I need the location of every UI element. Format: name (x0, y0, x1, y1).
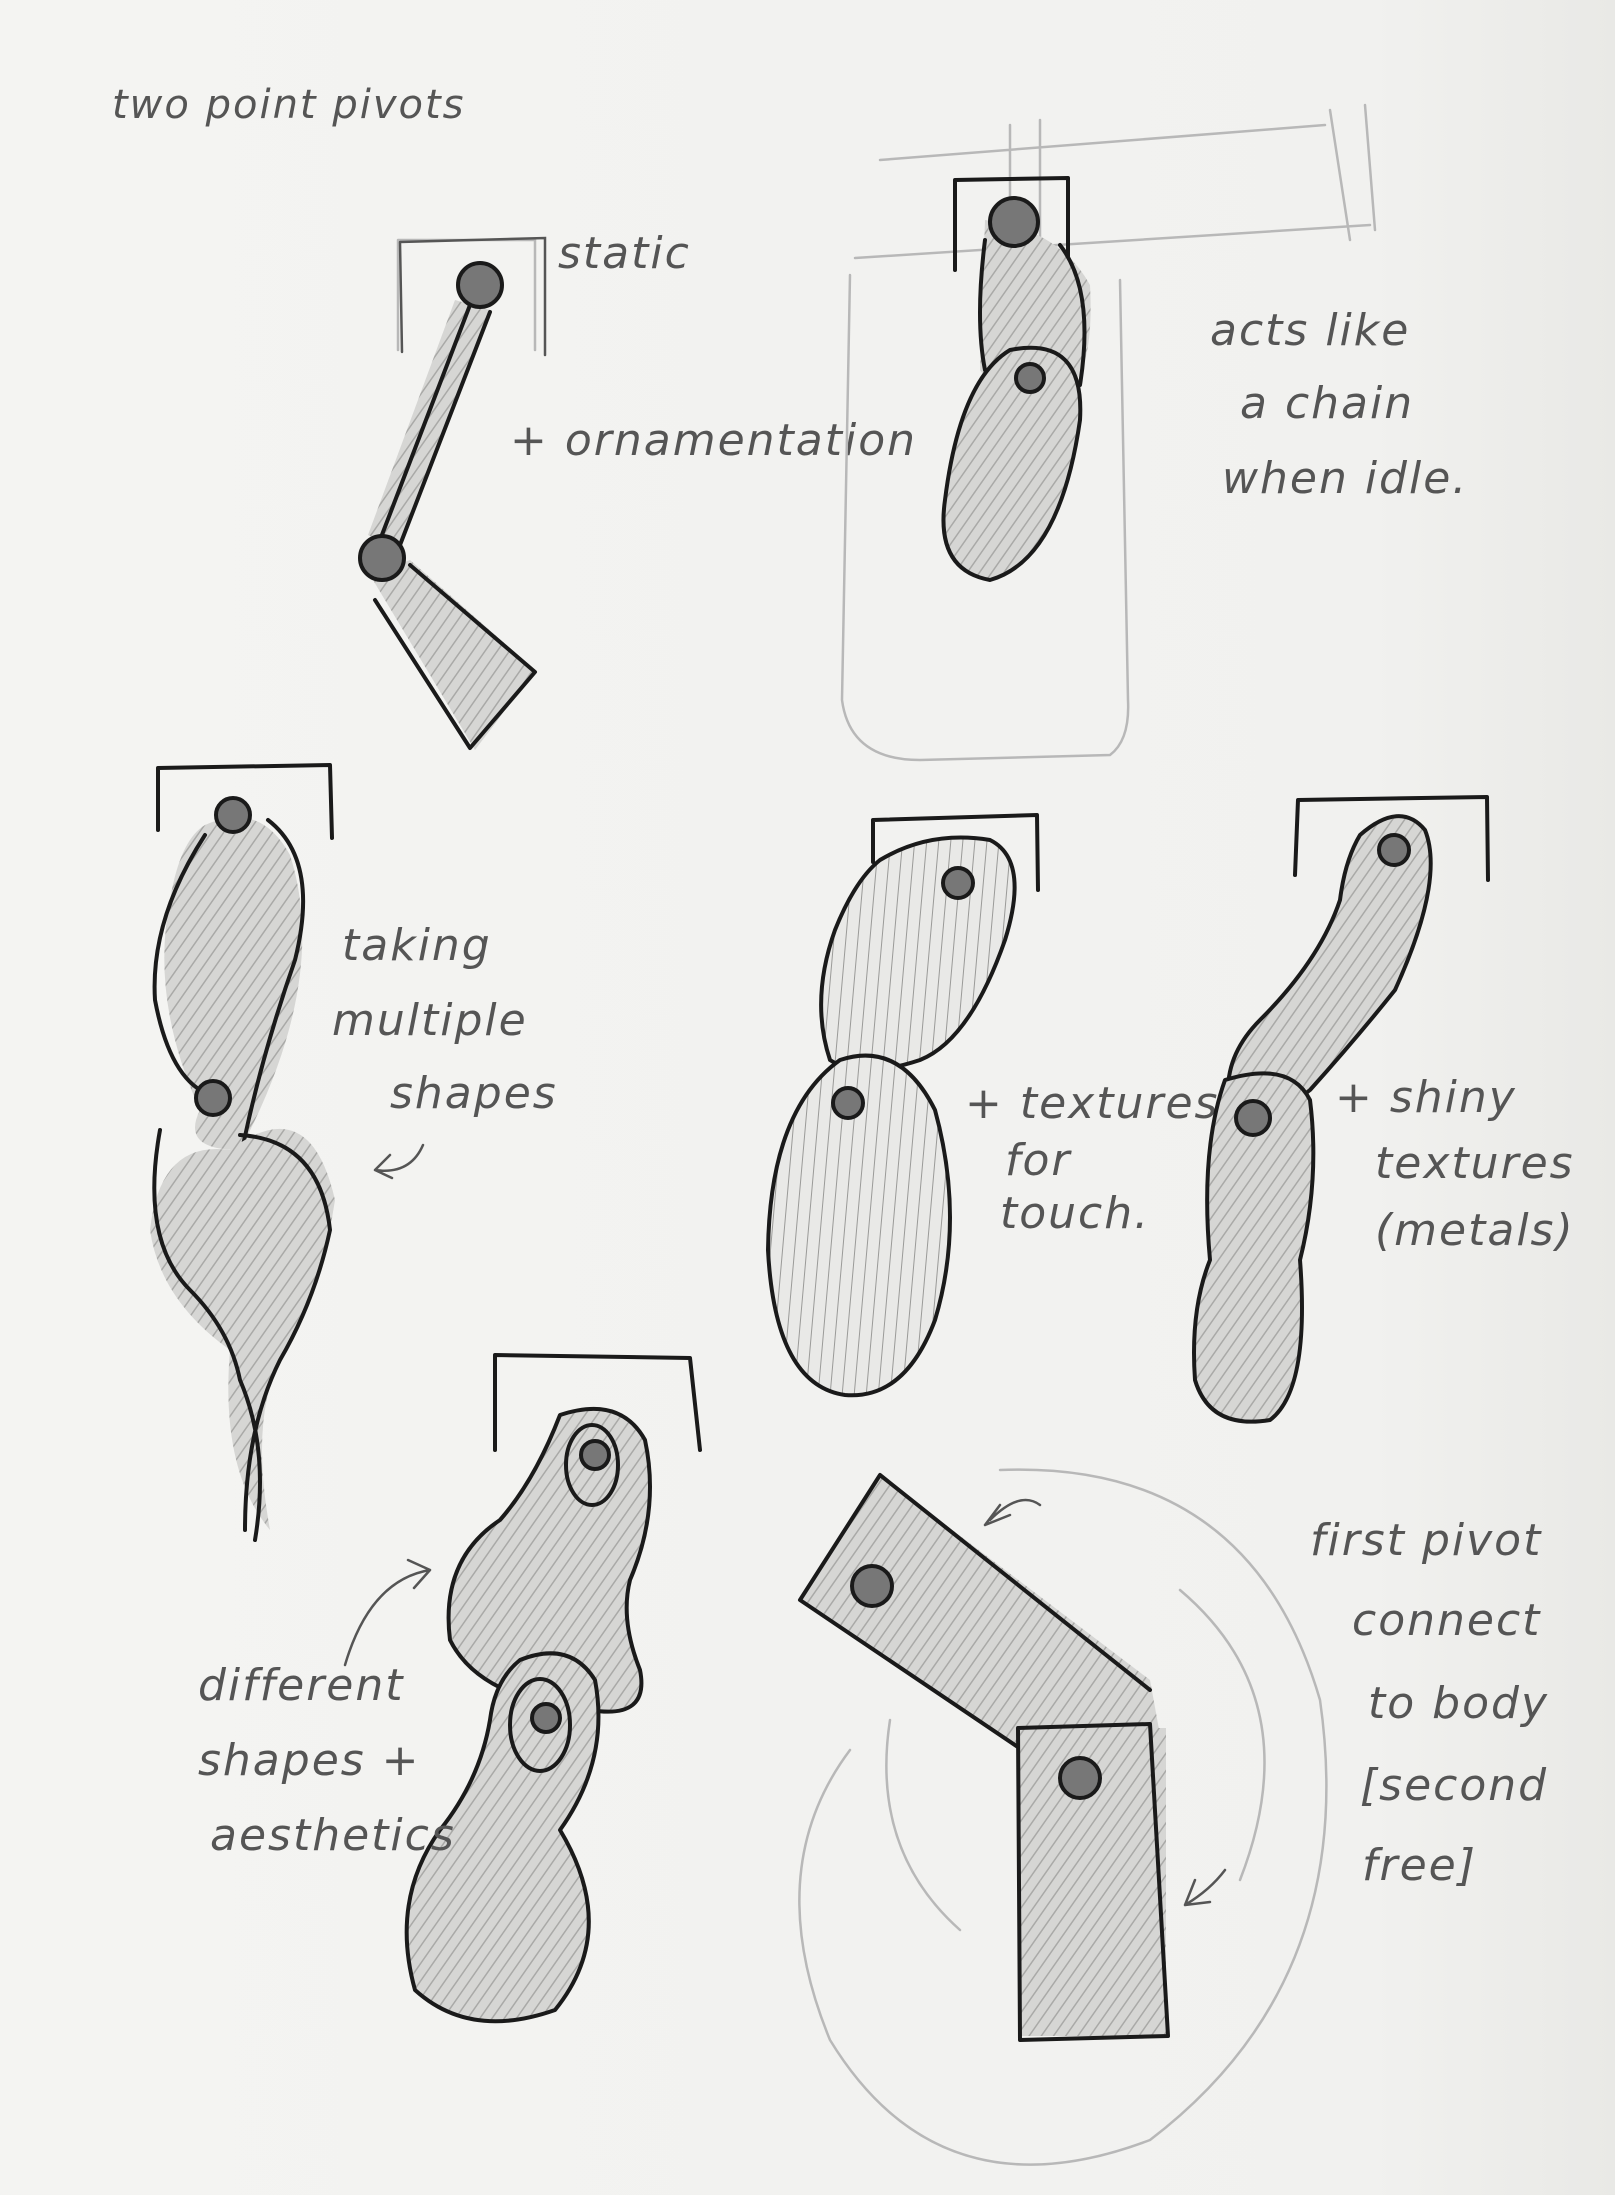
different-pin-top (581, 1441, 609, 1469)
different-note-line2: shapes + (198, 1735, 421, 1786)
pivot-note-line1: first pivot (1310, 1515, 1542, 1566)
ornamentation-note: + ornamentation (510, 415, 917, 466)
shapes-pin-top (216, 798, 250, 832)
chain-pin-top (990, 198, 1038, 246)
sketch-different-shapes (407, 1355, 700, 2021)
pivot-note-line5: free] (1362, 1840, 1477, 1891)
multiple-note-line2: multiple (332, 995, 528, 1046)
pivot-note-line3: to body (1368, 1678, 1549, 1729)
shiny-note-line2: textures (1375, 1138, 1575, 1189)
shiny-pin-top (1379, 835, 1409, 865)
touch-note-line3: touch. (1000, 1188, 1150, 1239)
touch-pin-top (943, 868, 973, 898)
shiny-note-line1: + shiny (1335, 1072, 1517, 1123)
static-note: static (558, 228, 691, 279)
touch-pin-lower (833, 1088, 863, 1118)
pivot-pin-top (458, 263, 502, 307)
sketch-chain (842, 105, 1375, 760)
multiple-note-line1: taking (342, 920, 492, 971)
pivot-body-pin-top (852, 1566, 892, 1606)
chain-note-line1: acts like (1210, 305, 1410, 356)
title-note: two point pivots (112, 82, 465, 128)
pivot-note-line4: [second (1360, 1760, 1548, 1811)
multiple-arrow (375, 1145, 423, 1178)
pivot-pin-lower (360, 536, 404, 580)
sketch-static-arm (360, 238, 545, 750)
shiny-pin-lower (1236, 1101, 1270, 1135)
chain-note-line2: a chain (1240, 378, 1414, 429)
pivot-note-line2: connect (1352, 1595, 1541, 1646)
shapes-pin-lower (196, 1081, 230, 1115)
touch-note-line1: + textures (965, 1078, 1219, 1129)
chain-note-line3: when idle. (1222, 453, 1468, 504)
sketch-multiple-shapes (150, 765, 335, 1540)
shiny-note-line3: (metals) (1375, 1205, 1575, 1256)
different-note-line1: different (198, 1660, 405, 1711)
sketch-pivot-body (799, 1470, 1326, 2165)
different-pin-lower (532, 1704, 560, 1732)
touch-note-line2: for (1005, 1135, 1072, 1186)
chain-pin-lower (1016, 364, 1044, 392)
different-arrow (345, 1560, 430, 1665)
different-note-line3: aesthetics (210, 1810, 456, 1861)
multiple-note-line3: shapes (390, 1068, 558, 1119)
pivot-body-pin-lower (1060, 1758, 1100, 1798)
